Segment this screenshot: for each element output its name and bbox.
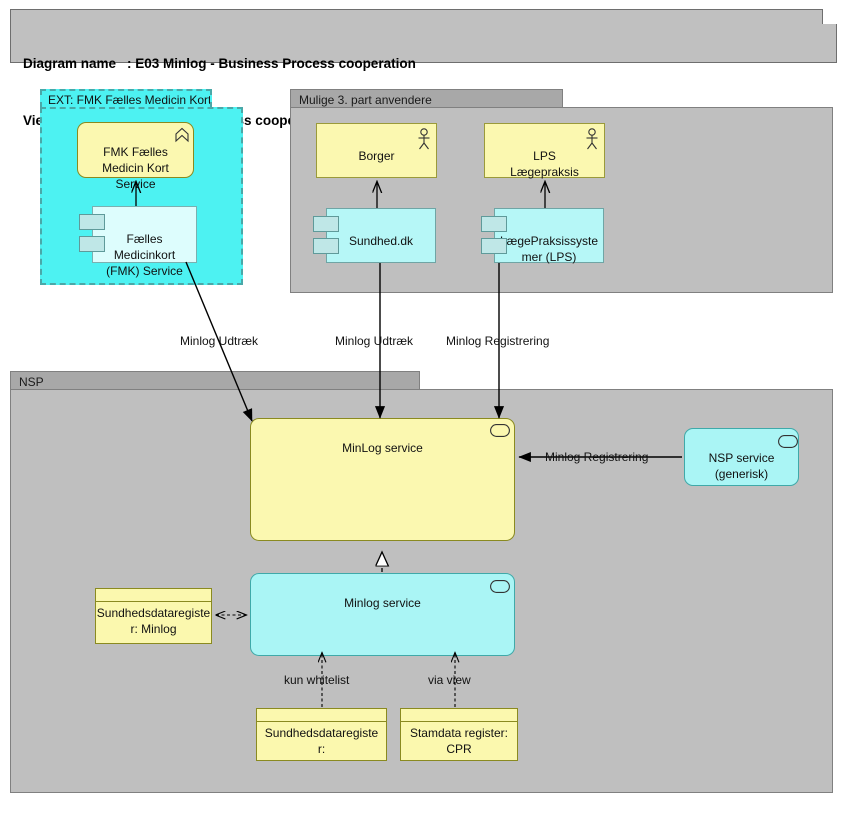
node-minlog-service-lower[interactable]: Minlog service <box>250 573 515 656</box>
edge-label-nspservice-to-minlog: Minlog Registrering <box>545 450 649 464</box>
node-fmk-component-label: Fælles Medicinkort (FMK) Service <box>106 232 183 278</box>
node-borger-label: Borger <box>358 149 395 163</box>
service-oval-icon-minlog-lower <box>490 580 510 593</box>
title-folded-corner <box>822 9 837 24</box>
diagram-name-line: Diagram name : E03 Minlog - Business Proc… <box>23 54 836 73</box>
object-header-band-behandlingsrelation <box>257 709 386 722</box>
node-sundhedsdataregister-behandlingsrelation[interactable]: Sundhedsdataregiste r: Behandlingsrelati… <box>256 708 387 761</box>
node-nsp-service-label: NSP service (generisk) <box>708 451 775 481</box>
node-lps-laegepraksis-label: LPS Lægepraksis <box>510 149 579 179</box>
diagram-name-value: : E03 Minlog - Business Process cooperat… <box>127 56 416 71</box>
function-chevron-icon <box>175 127 189 143</box>
edge-label-lps-to-minlog: Minlog Registrering <box>446 334 550 348</box>
port-icon-lps-top <box>481 216 507 232</box>
port-icon-sundheddk-bottom <box>313 238 339 254</box>
node-fmk-component[interactable]: Fælles Medicinkort (FMK) Service <box>92 206 197 278</box>
node-laegepraksissystemer-label: LægePraksissyste mer (LPS) <box>499 234 599 264</box>
node-fmk-service-label: FMK Fælles Medicin Kort Service <box>102 145 169 191</box>
edge-label-fmk-to-minlog: Minlog Udtræk <box>180 334 259 348</box>
object-header-band-cpr <box>401 709 517 722</box>
edge-label-cpr-to-minlog: via view <box>428 673 471 687</box>
diagram-title-box: Diagram name : E03 Minlog - Business Proc… <box>10 9 837 128</box>
port-icon-fmk-top <box>79 214 105 230</box>
node-sundhedsdataregister-minlog-label: Sundhedsdataregiste r: Minlog <box>96 606 211 636</box>
node-laegepraksissystemer[interactable]: LægePraksissyste mer (LPS) <box>494 208 604 264</box>
node-sundhed-dk-label: Sundhed.dk <box>348 234 414 248</box>
group-tab-ext-fmk: EXT: FMK Fælles Medicin Kort <box>40 89 212 108</box>
port-icon-sundheddk-top <box>313 216 339 232</box>
port-icon-lps-bottom <box>481 238 507 254</box>
diagram-name-key: Diagram name <box>23 56 117 71</box>
service-oval-icon-nsp <box>778 435 798 448</box>
object-header-band-minlog <box>96 589 211 602</box>
node-stamdata-register-cpr-label: Stamdata register: CPR <box>409 726 509 756</box>
service-oval-icon-minlog-upper <box>490 424 510 437</box>
group-tab-nsp: NSP <box>10 371 420 390</box>
node-minlog-service-upper-label: MinLog service <box>342 441 423 455</box>
group-tab-third-party: Mulige 3. part anvendere <box>290 89 563 108</box>
node-borger[interactable]: Borger <box>316 123 437 178</box>
node-sundhedsdataregister-minlog[interactable]: Sundhedsdataregiste r: Minlog <box>95 588 212 644</box>
node-fmk-service[interactable]: FMK Fælles Medicin Kort Service <box>77 122 194 191</box>
node-stamdata-register-cpr[interactable]: Stamdata register: CPR <box>400 708 518 761</box>
node-minlog-service-upper[interactable]: MinLog service <box>250 418 515 541</box>
edge-label-behandlingsrelation-to-minlog: kun whitelist <box>284 673 350 687</box>
node-minlog-service-lower-label: Minlog service <box>344 596 421 610</box>
port-icon-fmk-bottom <box>79 236 105 252</box>
node-sundhedsdataregister-behandlingsrelation-label: Sundhedsdataregiste r: Behandlingsrelati… <box>264 726 379 760</box>
edge-label-sundheddk-to-minlog: Minlog Udtræk <box>335 334 414 348</box>
actor-icon-lps <box>586 128 598 150</box>
node-lps-laegepraksis[interactable]: LPS Lægepraksis <box>484 123 605 179</box>
actor-icon-borger <box>418 128 430 150</box>
node-sundhed-dk[interactable]: Sundhed.dk <box>326 208 436 263</box>
